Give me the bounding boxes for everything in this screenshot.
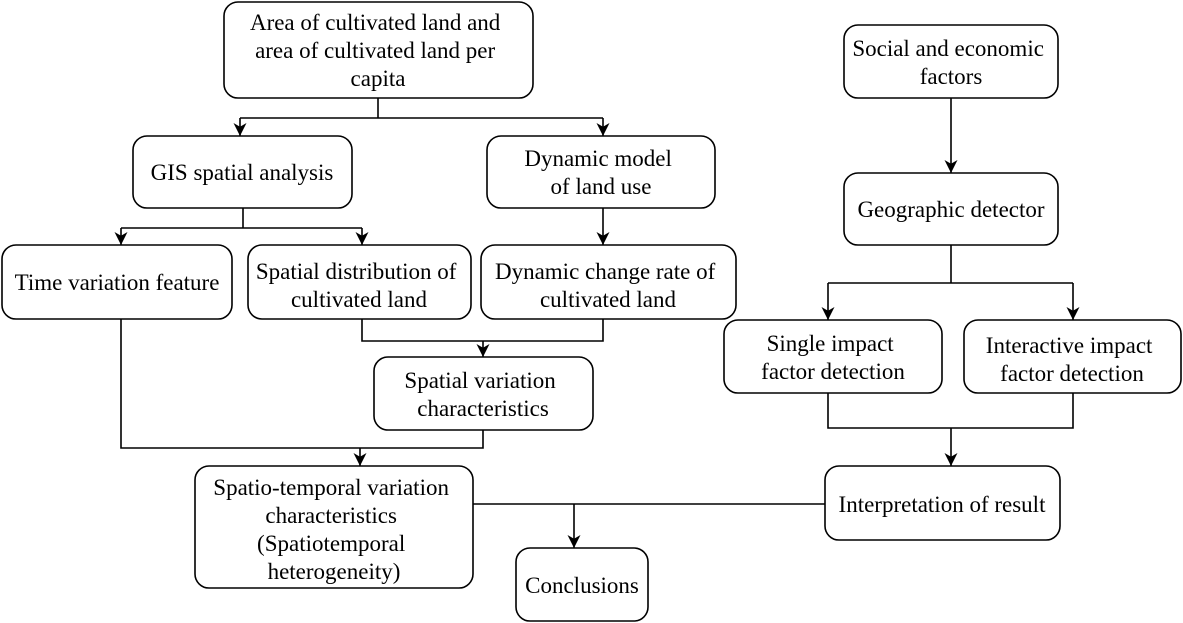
node-conclusions: Conclusions: [515, 547, 649, 622]
node-box: [824, 465, 1061, 541]
label-line: Interactive impact: [986, 333, 1153, 358]
node-box: [723, 319, 943, 394]
node-label: Spatial distribution of cultivated land: [256, 259, 462, 312]
label-line: Single impact: [767, 331, 895, 356]
node-box: [194, 465, 474, 589]
node-label: Conclusions: [525, 573, 639, 598]
node-box: [963, 319, 1182, 394]
node-interpretation: Interpretation of result: [824, 465, 1061, 541]
node-interactive-impact: Interactive impact factor detection: [963, 319, 1182, 394]
label-line: Dynamic model: [524, 146, 672, 171]
node-label: Interpretation of result: [839, 492, 1047, 517]
node-label: Dynamic change rate of cultivated land: [495, 259, 721, 312]
node-label: Interactive impact factor detection: [986, 333, 1158, 386]
node-spatiotemporal-variation: Spatio-temporal variation characteristic…: [194, 465, 474, 589]
node-label: Single impact factor detection: [761, 331, 905, 384]
label-line: factor detection: [1000, 361, 1144, 386]
label-line: Time variation feature: [15, 270, 220, 295]
node-cultivated-land: Area of cultivated land and area of cult…: [223, 1, 534, 99]
node-dynamic-model: Dynamic model of land use: [486, 135, 716, 209]
node-dynamic-change-rate: Dynamic change rate of cultivated land: [480, 244, 737, 320]
node-label: Spatio-temporal variation characteristic…: [213, 475, 454, 584]
label-line: of land use: [551, 174, 652, 199]
node-geographic-detector: Geographic detector: [843, 172, 1059, 246]
label-line: characteristics: [265, 503, 397, 528]
node-box: [132, 135, 353, 209]
node-label: Geographic detector: [857, 197, 1044, 222]
connector-time-variation-down: [120, 319, 484, 449]
label-line: factor detection: [761, 359, 905, 384]
label-line: heterogeneity): [268, 559, 401, 584]
node-time-variation: Time variation feature: [1, 244, 233, 320]
node-label: Area of cultivated land and area of cult…: [250, 10, 506, 91]
node-spatial-distribution: Spatial distribution of cultivated land: [247, 244, 472, 320]
label-line: Spatial variation: [404, 368, 556, 393]
node-gis-spatial-analysis: GIS spatial analysis: [132, 135, 353, 209]
node-box: [247, 244, 472, 320]
label-line: Dynamic change rate of: [495, 259, 716, 284]
label-line: area of cultivated land per: [255, 38, 495, 63]
node-box: [223, 1, 534, 99]
label-line: (Spatiotemporal: [257, 531, 405, 556]
label-line: capita: [351, 66, 406, 91]
label-line: cultivated land: [540, 287, 677, 312]
label-line: Area of cultivated land and: [250, 10, 501, 35]
label-line: cultivated land: [291, 287, 428, 312]
connector-detection-merge: [827, 393, 1074, 429]
label-line: factors: [920, 64, 983, 89]
node-box: [843, 172, 1059, 246]
node-label: Dynamic model of land use: [524, 146, 677, 199]
node-label: Spatial variation characteristics: [404, 368, 561, 421]
label-line: characteristics: [417, 396, 549, 421]
node-label: Social and economic factors: [852, 36, 1049, 89]
node-box: [373, 356, 594, 431]
node-box: [1, 244, 233, 320]
node-social-economic-factors: Social and economic factors: [843, 24, 1059, 99]
label-line: Spatial distribution of: [256, 259, 457, 284]
node-box: [515, 547, 649, 622]
node-box: [486, 135, 716, 209]
label-line: Interpretation of result: [839, 492, 1047, 517]
connectors: [114, 98, 1080, 548]
node-label: Time variation feature: [15, 270, 220, 295]
node-box: [480, 244, 737, 320]
node-single-impact: Single impact factor detection: [723, 319, 943, 394]
label-line: Social and economic: [852, 36, 1044, 61]
label-line: Conclusions: [525, 573, 639, 598]
node-spatial-variation: Spatial variation characteristics: [373, 356, 594, 431]
connector-spatial-distribution-down: [361, 319, 604, 342]
node-box: [843, 24, 1059, 99]
node-label: GIS spatial analysis: [151, 160, 334, 185]
label-line: GIS spatial analysis: [151, 160, 334, 185]
label-line: Geographic detector: [857, 197, 1044, 222]
label-line: Spatio-temporal variation: [213, 475, 449, 500]
